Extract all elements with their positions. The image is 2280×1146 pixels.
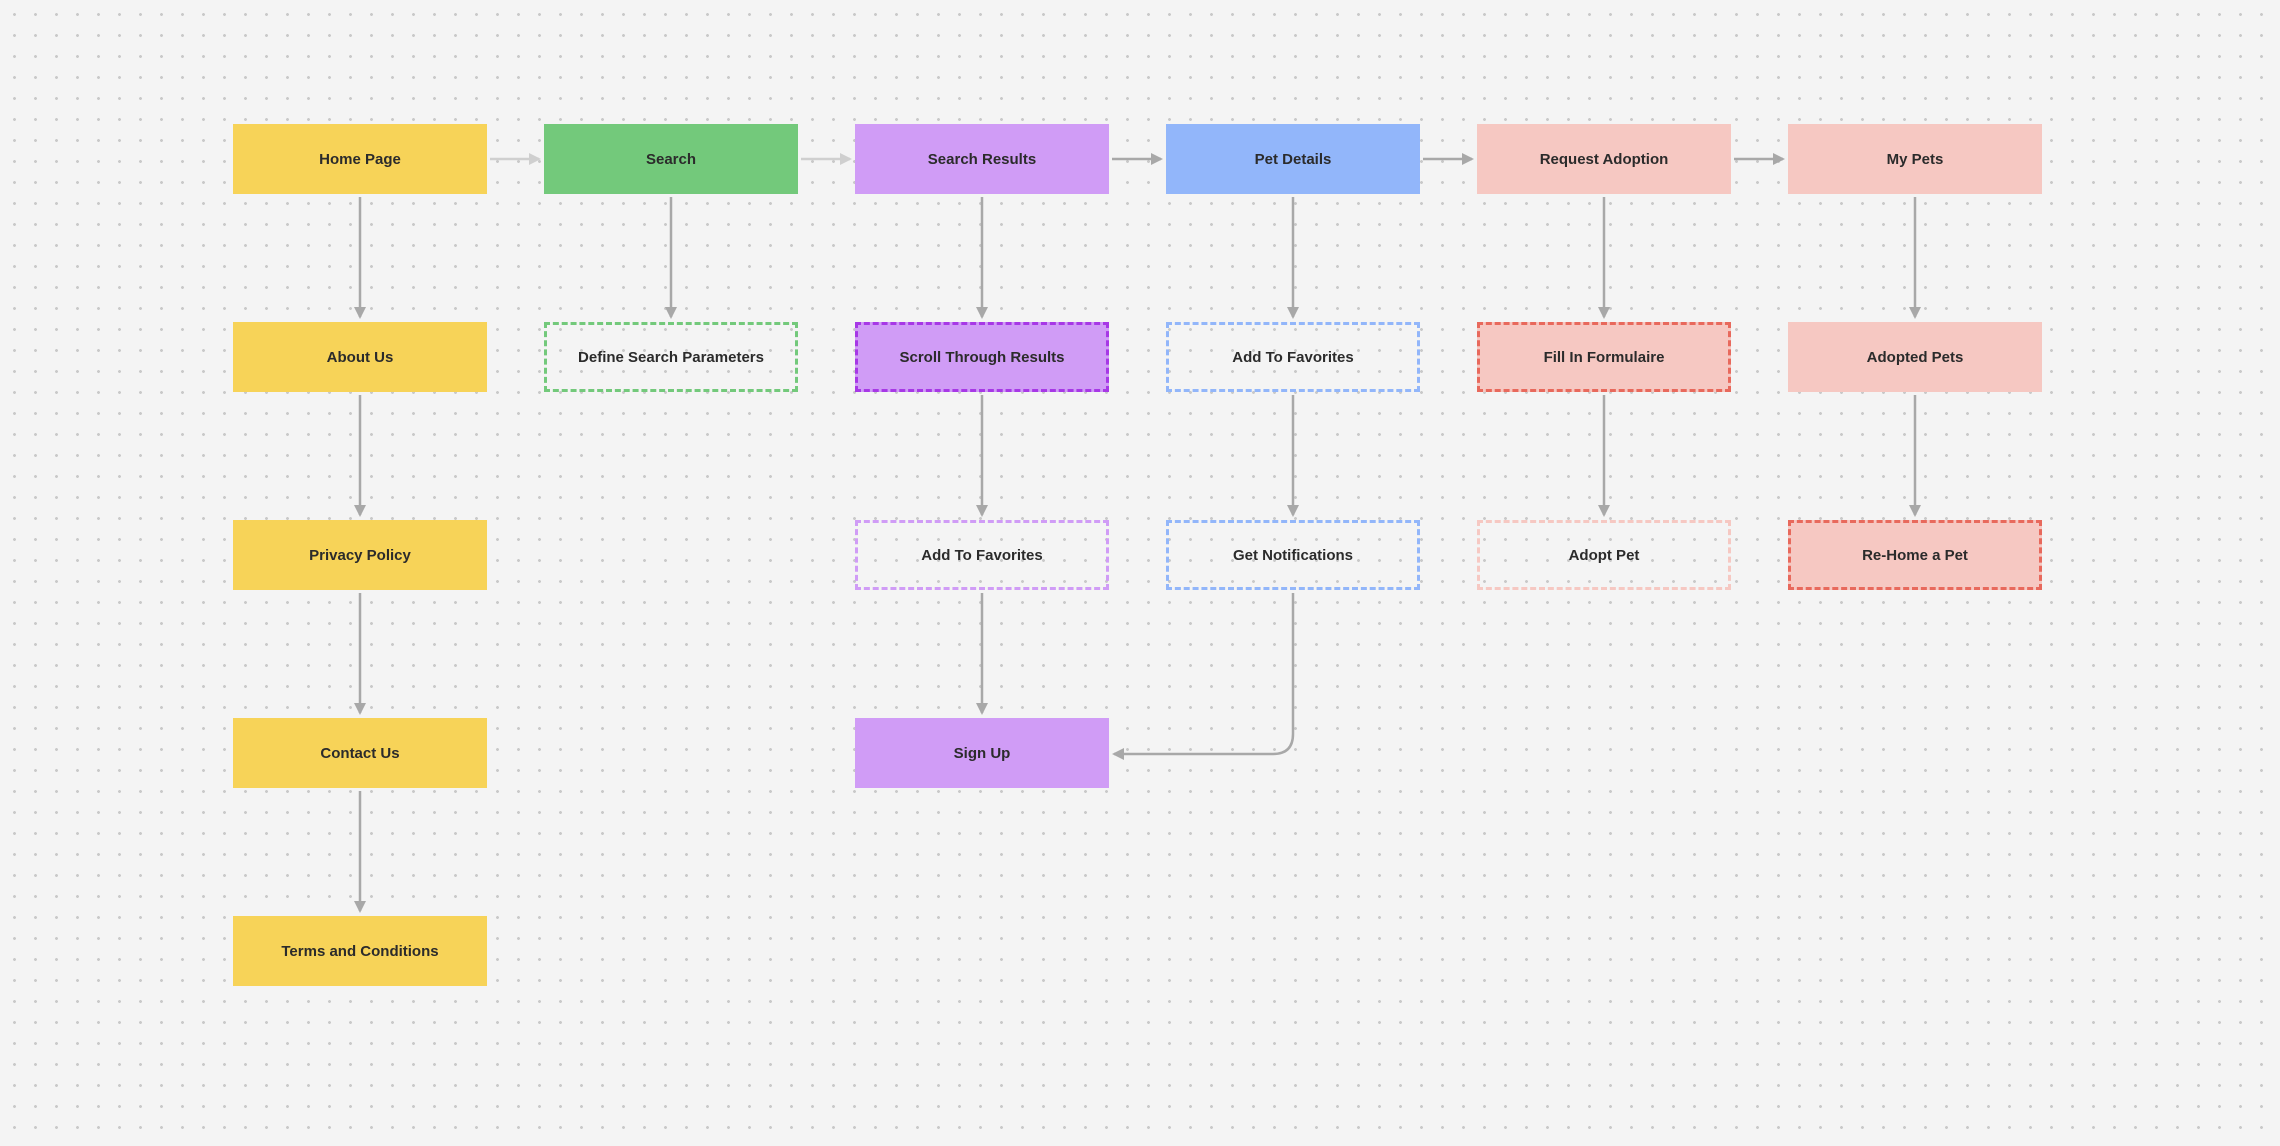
node-terms-and-conditions[interactable]: Terms and Conditions <box>233 916 487 986</box>
node-contact-us[interactable]: Contact Us <box>233 718 487 788</box>
node-terms-label: Terms and Conditions <box>281 942 439 960</box>
node-get-notifications-label: Get Notifications <box>1232 546 1353 564</box>
arrow-notifications-to-signup <box>1112 593 1295 760</box>
node-fill-formulaire-label: Fill In Formulaire <box>1543 348 1665 366</box>
node-request-adoption[interactable]: Request Adoption <box>1477 124 1731 194</box>
node-get-notifications[interactable]: Get Notifications <box>1166 520 1420 590</box>
node-privacy-policy[interactable]: Privacy Policy <box>233 520 487 590</box>
node-scroll-results-label: Scroll Through Results <box>899 348 1065 366</box>
node-adopted-pets[interactable]: Adopted Pets <box>1788 322 2042 392</box>
node-adopt-pet-label: Adopt Pet <box>1568 546 1640 564</box>
node-search-results[interactable]: Search Results <box>855 124 1109 194</box>
node-define-search-label: Define Search Parameters <box>578 348 764 366</box>
node-sign-up[interactable]: Sign Up <box>855 718 1109 788</box>
node-fill-in-formulaire[interactable]: Fill In Formulaire <box>1477 322 1731 392</box>
node-re-home-a-pet[interactable]: Re-Home a Pet <box>1788 520 2042 590</box>
node-request-adoption-label: Request Adoption <box>1539 150 1669 168</box>
node-sign-up-label: Sign Up <box>953 744 1011 762</box>
node-about-us[interactable]: About Us <box>233 322 487 392</box>
node-about-us-label: About Us <box>326 348 394 366</box>
node-adopted-pets-label: Adopted Pets <box>1866 348 1964 366</box>
node-search-label: Search <box>645 150 697 168</box>
node-add-to-favorites-details[interactable]: Add To Favorites <box>1166 322 1420 392</box>
node-search[interactable]: Search <box>544 124 798 194</box>
node-home-page-label: Home Page <box>319 150 401 168</box>
node-search-results-label: Search Results <box>927 150 1037 168</box>
node-pet-details-label: Pet Details <box>1254 150 1332 168</box>
node-privacy-policy-label: Privacy Policy <box>309 546 411 564</box>
node-pet-details[interactable]: Pet Details <box>1166 124 1420 194</box>
node-add-favorites-details-label: Add To Favorites <box>1232 348 1354 366</box>
node-rehome-pet-label: Re-Home a Pet <box>1862 546 1968 564</box>
node-add-to-favorites-results[interactable]: Add To Favorites <box>855 520 1109 590</box>
node-contact-us-label: Contact Us <box>320 744 400 762</box>
node-adopt-pet[interactable]: Adopt Pet <box>1477 520 1731 590</box>
node-scroll-through-results[interactable]: Scroll Through Results <box>855 322 1109 392</box>
node-define-search-parameters[interactable]: Define Search Parameters <box>544 322 798 392</box>
node-add-favorites-results-label: Add To Favorites <box>921 546 1043 564</box>
node-home-page[interactable]: Home Page <box>233 124 487 194</box>
node-my-pets-label: My Pets <box>1886 150 1944 168</box>
node-my-pets[interactable]: My Pets <box>1788 124 2042 194</box>
